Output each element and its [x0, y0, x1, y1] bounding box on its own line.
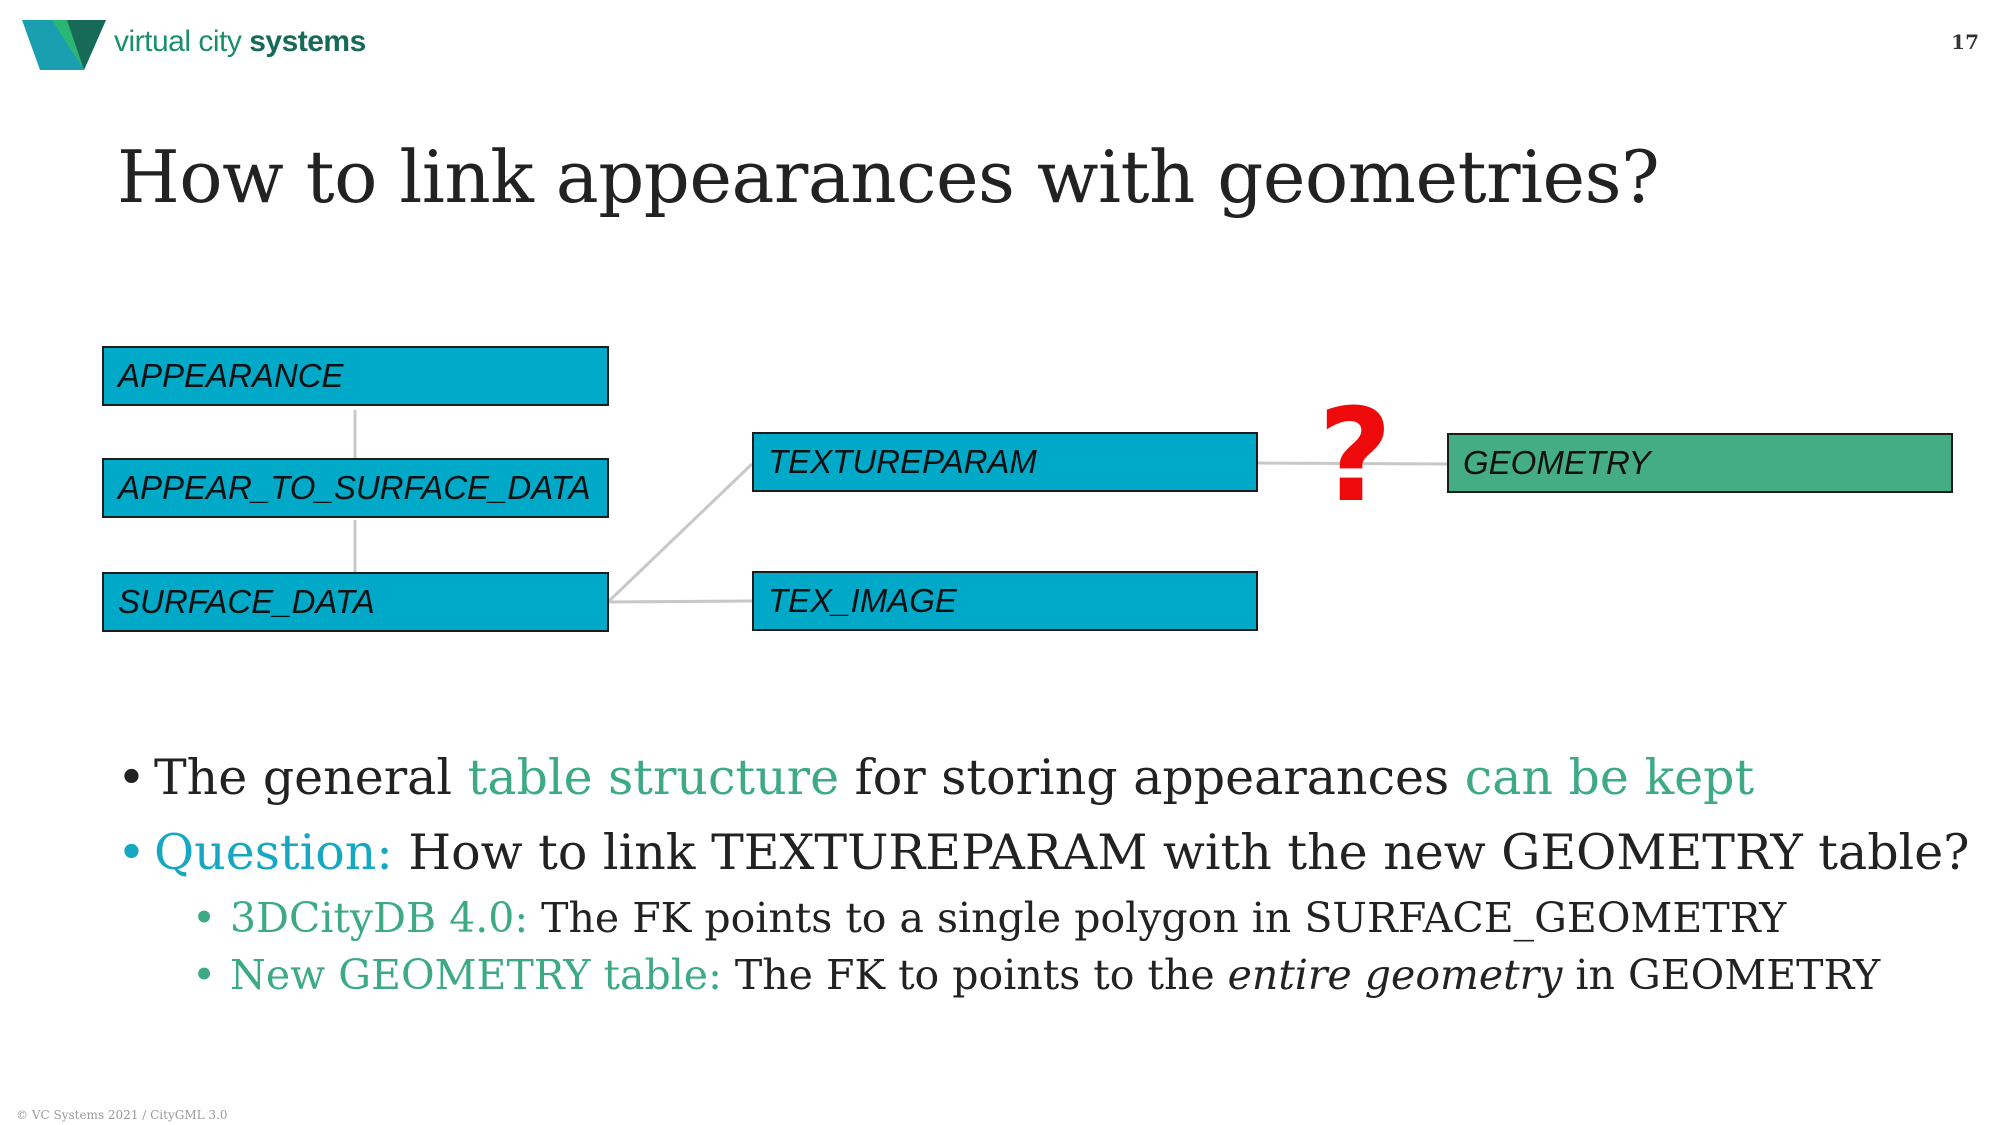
bullet-dot: •	[192, 951, 217, 999]
table-appear-to-surface-data: APPEAR_TO_SURFACE_DATA	[102, 458, 609, 518]
bullet-dot: •	[192, 894, 217, 942]
bullet-text: The FK to points to the	[721, 951, 1228, 999]
sub-bullet-3dcitydb: • 3DCityDB 4.0: The FK points to a singl…	[117, 890, 1970, 947]
slide-title: How to link appearances with geometries?	[117, 135, 1660, 219]
brand-name-bold: systems	[249, 25, 366, 58]
page-number: 17	[1951, 30, 1979, 54]
label-3dcitydb: 3DCityDB 4.0:	[230, 894, 529, 942]
brand-name: virtual city systems	[114, 22, 366, 62]
brand-name-regular: virtual city	[114, 25, 242, 58]
sub-bullet-new-geometry-table: • New GEOMETRY table: The FK to points t…	[117, 947, 1970, 1004]
table-tex-image: TEX_IMAGE	[752, 571, 1258, 631]
footer-copyright: © VC Systems 2021 / CityGML 3.0	[16, 1108, 228, 1122]
bullet-dot: •	[117, 749, 146, 806]
label-new-geometry-table: New GEOMETRY table:	[230, 951, 722, 999]
vcs-logo-icon	[22, 20, 106, 70]
table-geometry: GEOMETRY	[1447, 433, 1953, 493]
connector-surface-data-to-textureparam	[606, 462, 754, 604]
emphasis-entire-geometry: entire geometry	[1227, 951, 1563, 999]
bullet-question: • Question: How to link TEXTUREPARAM wit…	[117, 815, 1970, 890]
table-textureparam: TEXTUREPARAM	[752, 432, 1258, 492]
bullet-text: The general	[154, 749, 468, 806]
bullet-text: in GEOMETRY	[1562, 951, 1881, 999]
highlight-can-be-kept: can be kept	[1464, 749, 1755, 806]
bullet-dot: •	[117, 824, 146, 881]
question-mark: ?	[1318, 382, 1393, 531]
connector-surface-data-to-tex-image	[607, 599, 753, 604]
table-surface-data: SURFACE_DATA	[102, 572, 609, 632]
bullet-text: The FK points to a single polygon in SUR…	[528, 894, 1787, 942]
bullet-table-structure: • The general table structure for storin…	[117, 740, 1970, 815]
bullet-text: for storing appearances	[839, 749, 1465, 806]
highlight-table-structure: table structure	[467, 749, 840, 806]
bullet-list: • The general table structure for storin…	[117, 740, 1970, 1004]
bullet-text: How to link TEXTUREPARAM with the new GE…	[392, 824, 1970, 881]
table-appearance: APPEARANCE	[102, 346, 609, 406]
label-question: Question:	[154, 824, 393, 881]
